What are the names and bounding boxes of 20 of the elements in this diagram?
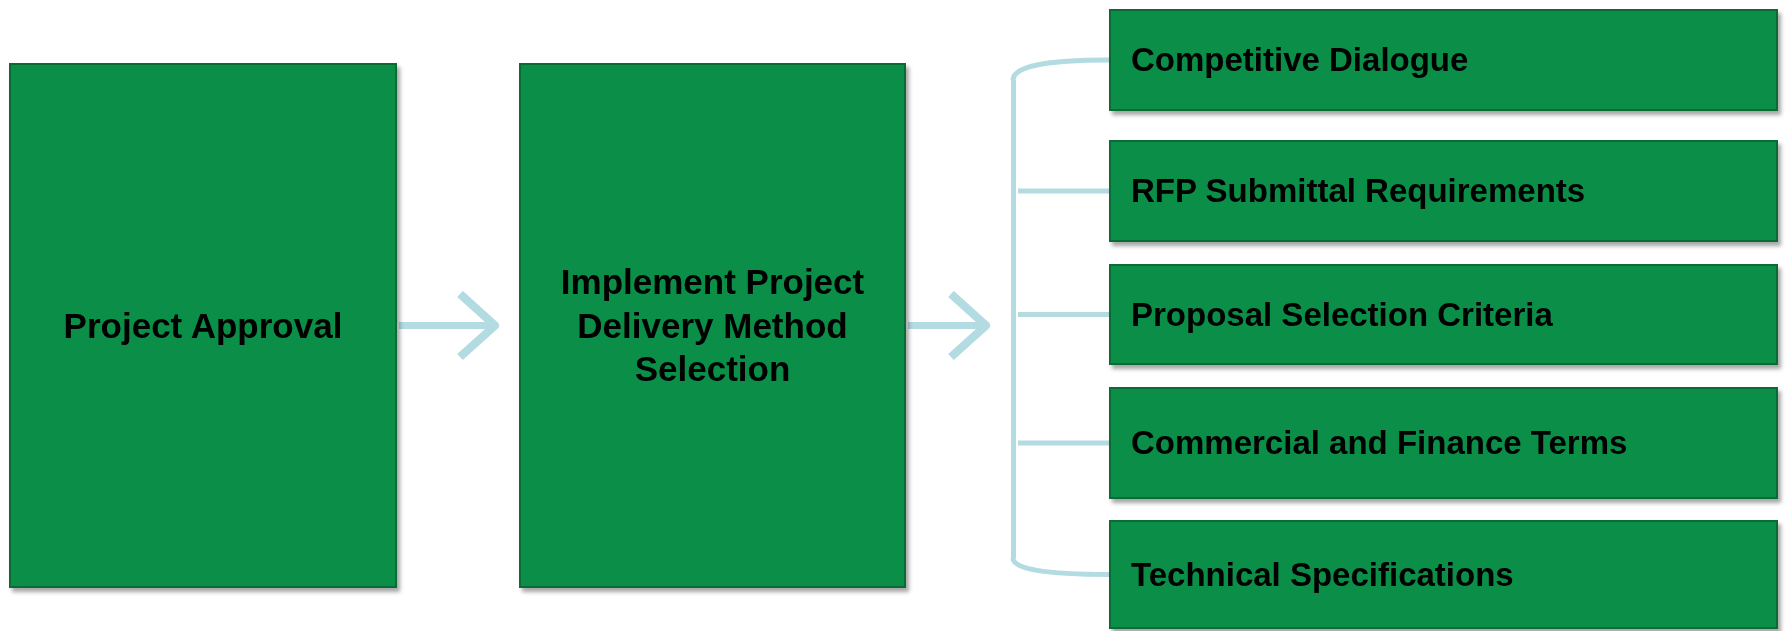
box-label: Proposal Selection Criteria (1131, 294, 1553, 335)
branch-line (1018, 440, 1109, 446)
process-box (519, 63, 906, 588)
process-box (1109, 9, 1778, 111)
box-label: Competitive Dialogue (1131, 40, 1469, 81)
process-box (1109, 264, 1778, 365)
box-label: Project Approval (63, 304, 343, 347)
process-box (1109, 520, 1778, 629)
arrow (399, 289, 500, 362)
process-box (1109, 387, 1778, 499)
box-label: Technical Specifications (1131, 554, 1514, 595)
branch-line (1018, 312, 1109, 317)
process-box (9, 63, 397, 588)
branch-line (1010, 557, 1109, 577)
box-label: Commercial and Finance Terms (1131, 423, 1628, 464)
branch-line (1010, 57, 1110, 81)
branch-line (1018, 188, 1109, 194)
box-label: RFP Submittal Requirements (1131, 171, 1586, 212)
process-box (1109, 140, 1778, 242)
box-label: Implement Project Delivery Method Selection (559, 260, 866, 391)
